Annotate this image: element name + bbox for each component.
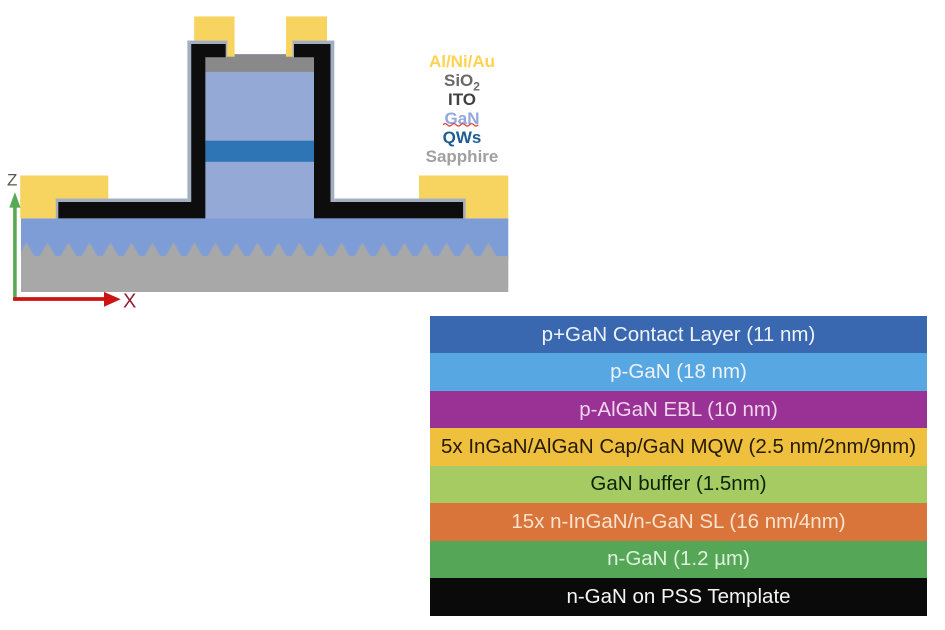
svg-text:X: X	[123, 291, 136, 313]
svg-text:Z: Z	[7, 171, 17, 190]
